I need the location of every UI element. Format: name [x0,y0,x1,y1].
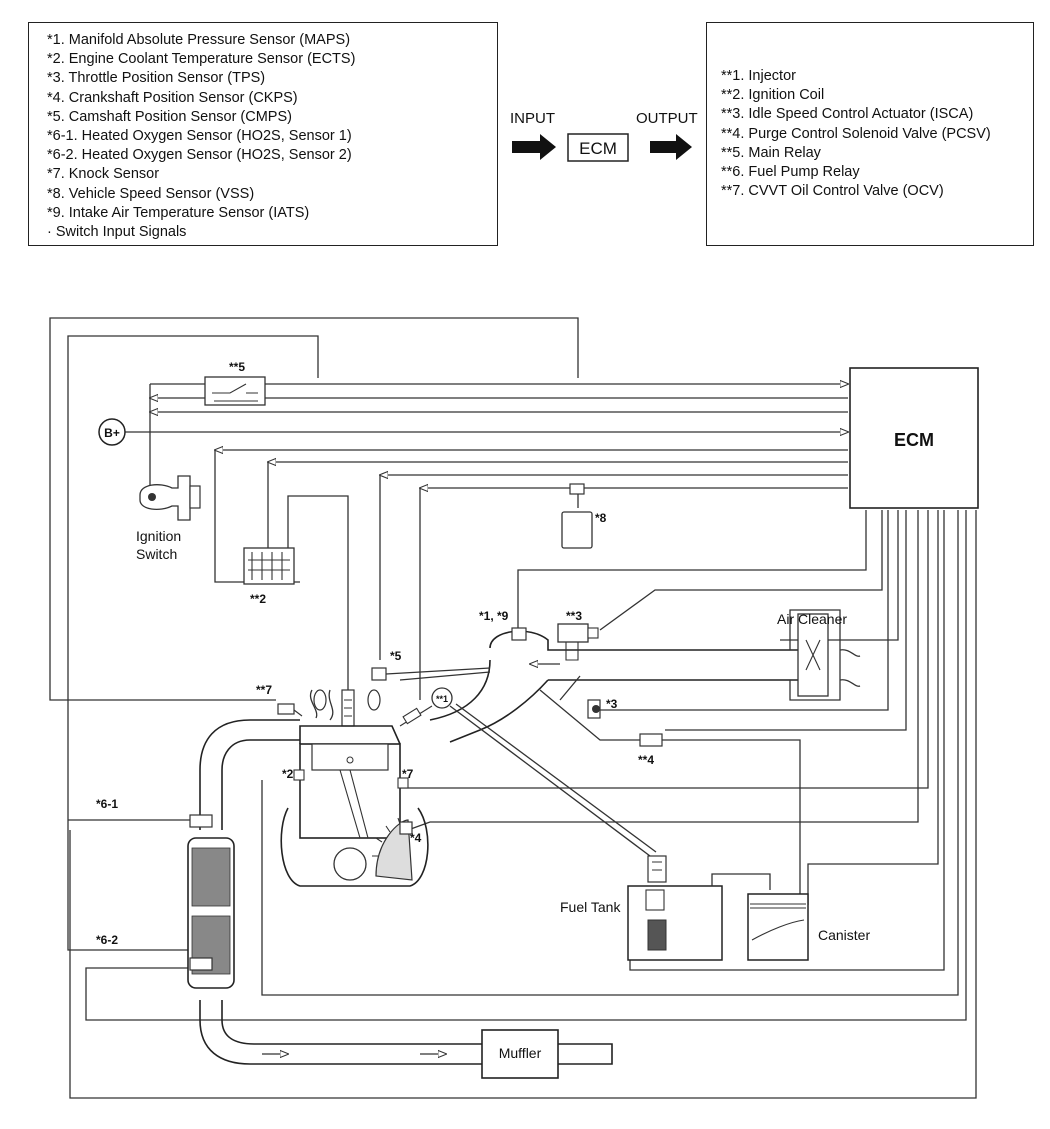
input-label: INPUT [510,110,555,127]
input-item: *2. Engine Coolant Temperature Sensor (E… [47,51,356,68]
output-actuators-list: **1. Injector **2. Ignition Coil **3. Id… [721,67,1033,201]
cmps-label: *5 [390,649,402,663]
main-relay: **5 [204,360,266,406]
main-relay-label: **5 [229,360,245,374]
ignition-switch: Ignition Switch [136,475,201,562]
input-item: *6-1. Heated Oxygen Sensor (HO2S, Sensor… [47,128,352,145]
input-item: *3. Throttle Position Sensor (TPS) [47,70,266,87]
vss-label: *8 [595,511,607,525]
air-cleaner-label: Air Cleaner [777,611,847,627]
ho2s-2-label: *6-2 [96,933,118,947]
output-actuators-box: **1. Injector **2. Ignition Coil **3. Id… [706,22,1034,246]
engine-block: *5 **7 **1 *2 *7 *4 [256,649,491,887]
output-item: **7. CVVT Oil Control Valve (OCV) [721,183,944,200]
input-item: *6-2. Heated Oxygen Sensor (HO2S, Sensor… [47,147,352,164]
vehicle-speed-sensor: *8 [561,483,607,549]
exhaust-system: *6-1 *6-2 Muffler [96,719,613,1079]
muffler-label: Muffler [499,1045,542,1061]
ignition-coil-label: **2 [250,592,266,606]
ignition-switch-line1: Ignition [136,528,181,544]
input-item: *1. Manifold Absolute Pressure Sensor (M… [47,32,351,48]
ecm-flow-box [567,133,629,162]
input-item: *9. Intake Air Temperature Sensor (IATS) [47,204,310,221]
input-arrow [512,134,556,160]
output-item: **6. Fuel Pump Relay [721,164,860,181]
injector-iats-label: *1, *9 [479,609,509,623]
ho2s-1-label: *6-1 [96,797,118,811]
output-arrow [650,134,692,160]
output-item: **1. Injector [721,68,796,84]
battery-label: B+ [104,426,120,440]
input-item: *7. Knock Sensor [47,166,160,183]
output-item: **4. Purge Control Solenoid Valve (PCSV) [721,125,991,142]
input-sensors-box: *1. Manifold Absolute Pressure Sensor (M… [28,22,498,246]
ecm-block [849,367,979,509]
output-label: OUTPUT [636,110,698,127]
fuel-system: Fuel Tank Canister [449,703,870,961]
output-item: **3. Idle Speed Control Actuator (ISCA) [721,106,974,123]
ecm-title: ECM [894,430,934,450]
isca-label: **3 [566,609,582,623]
canister-label: Canister [818,927,870,943]
intake-system: *1, *9 **3 *3 Air Cleaner [429,609,861,743]
injector-circle-label: **1 [436,694,448,704]
knock-label: *7 [402,767,414,781]
ocv-label: **7 [256,683,272,697]
fuel-tank-label: Fuel Tank [560,899,621,915]
purge-control-valve: **4 [539,689,801,905]
output-item: **2. Ignition Coil [721,87,825,104]
input-item: *5. Camshaft Position Sensor (CMPS) [47,108,292,125]
tps-label: *3 [606,697,618,711]
input-item: *4. Crankshaft Position Sensor (CKPS) [47,89,298,106]
ecm-flow-label: ECM [579,139,617,158]
input-sensors-list: *1. Manifold Absolute Pressure Sensor (M… [47,31,497,242]
ignition-switch-line2: Switch [136,546,177,562]
battery-terminal: B+ [98,418,126,446]
ects-label: *2 [282,767,294,781]
ignition-coil-pack: **2 [243,547,295,606]
input-item: *8. Vehicle Speed Sensor (VSS) [47,185,255,202]
pcsv-label: **4 [638,753,654,767]
input-item: · Switch Input Signals [47,224,187,241]
output-item: **5. Main Relay [721,144,821,161]
ckps-label: *4 [410,831,422,845]
